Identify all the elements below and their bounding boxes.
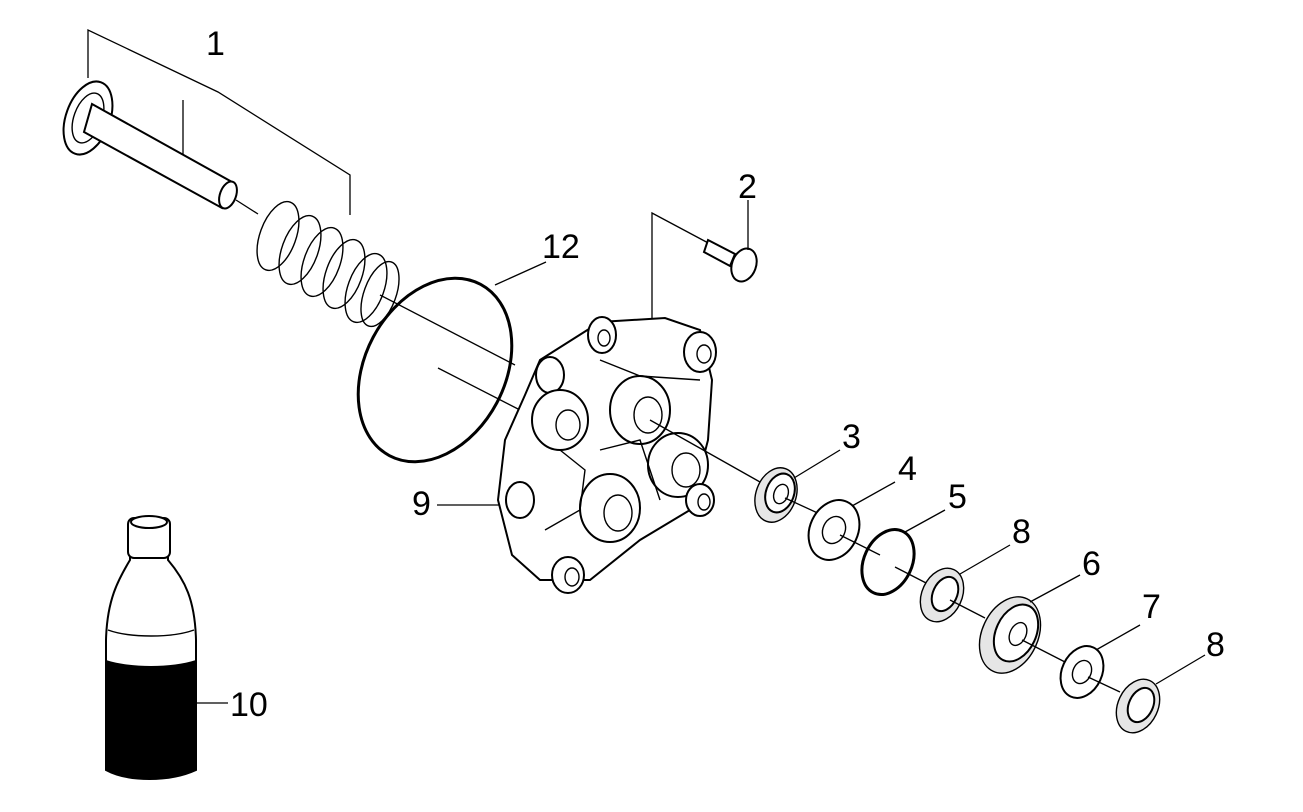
part-9-pump-head	[437, 316, 761, 594]
callout-4: 4	[898, 450, 917, 488]
callout-8b: 8	[1206, 626, 1225, 664]
callout-6: 6	[1082, 545, 1101, 583]
part-2-screw	[651, 200, 758, 330]
callout-10: 10	[230, 686, 268, 724]
part-10-oil-bottle	[105, 515, 228, 780]
callout-5: 5	[948, 478, 967, 516]
callout-3: 3	[842, 418, 861, 456]
part-8b-ring	[1115, 654, 1206, 734]
part-4-washer	[807, 481, 896, 561]
part-7-washer	[1059, 624, 1141, 699]
callout-1: 1	[206, 25, 225, 63]
part-5-small-o-ring	[860, 509, 946, 596]
part-1-piston-assembly	[62, 28, 516, 366]
callout-7: 7	[1142, 588, 1161, 626]
part-8a-ring	[919, 544, 1011, 623]
part-6-valve-seat	[978, 574, 1081, 674]
callout-12: 12	[542, 228, 580, 266]
callout-9: 9	[412, 485, 431, 523]
part-3-seal	[754, 449, 841, 523]
part-12-o-ring	[356, 261, 547, 464]
callout-8a: 8	[1012, 513, 1031, 551]
callout-2: 2	[738, 168, 757, 206]
